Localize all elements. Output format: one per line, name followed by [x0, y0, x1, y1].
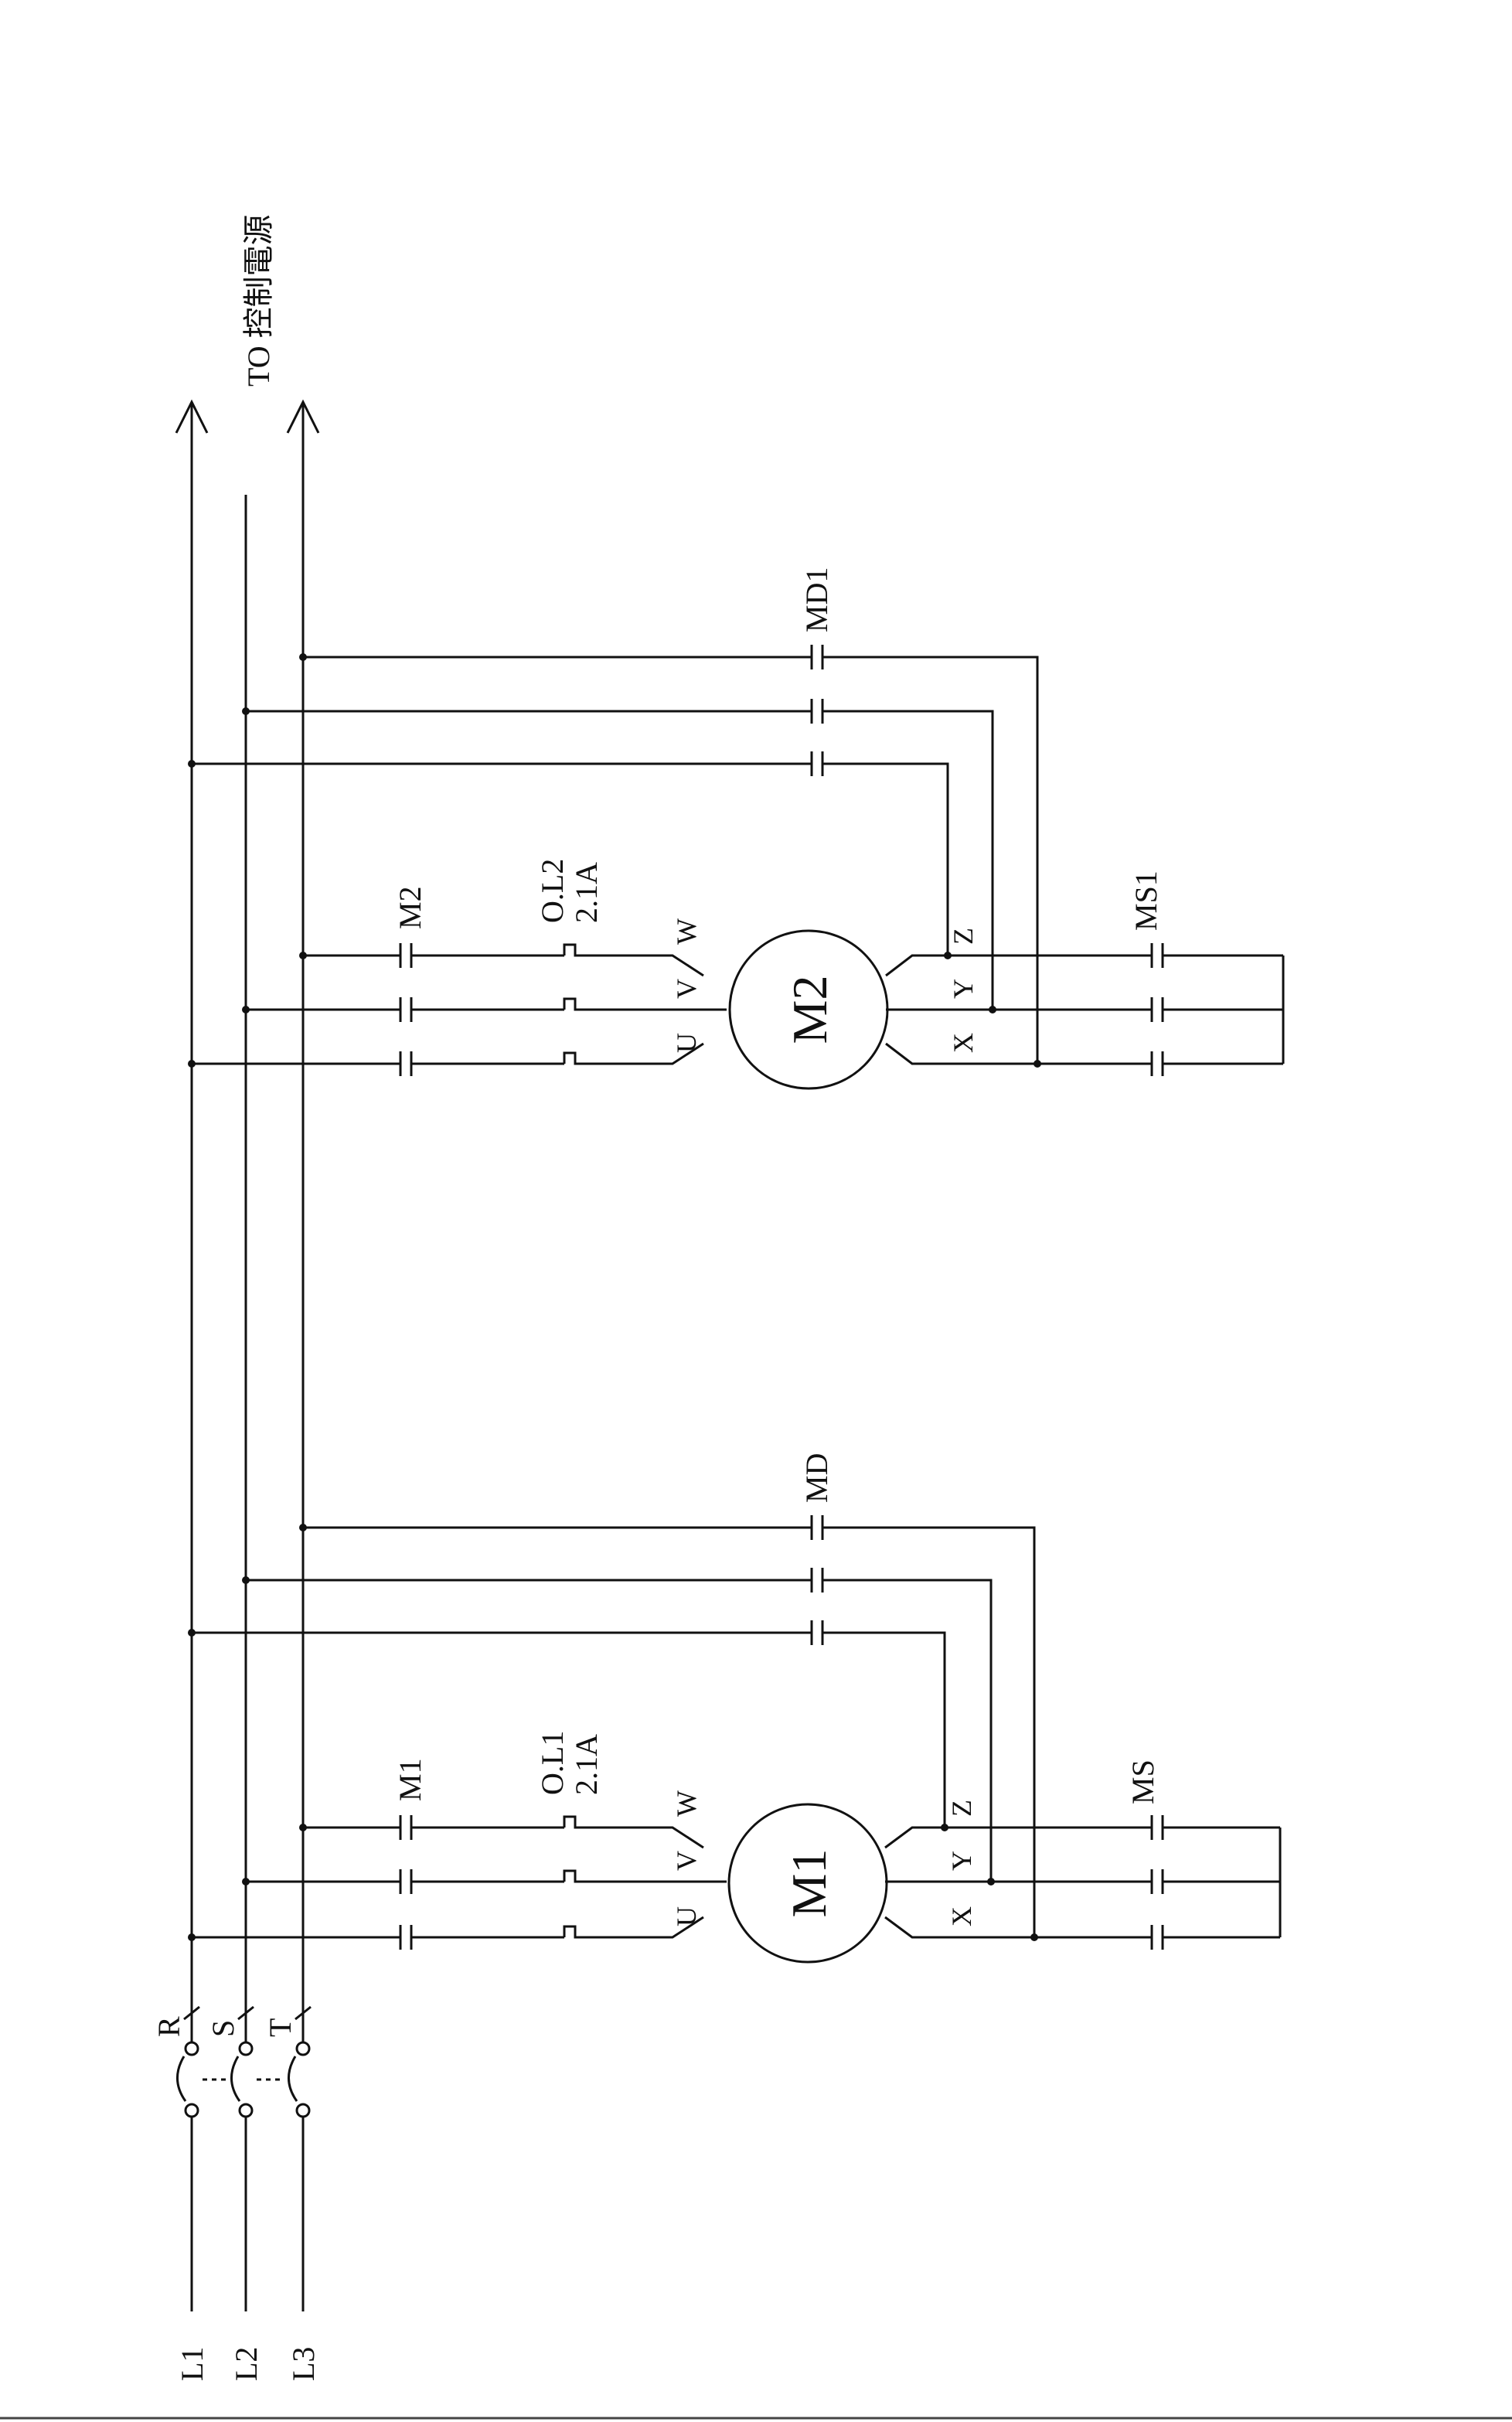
motor-2-terminal-x: X: [948, 1033, 979, 1053]
motor-1-terminal-u: U: [671, 1906, 702, 1926]
motor-2-main-contactor-label: M2: [393, 886, 427, 929]
motor-2-label: M2: [782, 976, 837, 1044]
motor-1-label: M1: [782, 1849, 836, 1918]
motor-1-terminal-z: Z: [946, 1800, 977, 1817]
motor-2-terminal-u: U: [671, 1033, 702, 1053]
supply-label-l1: L1: [175, 2347, 209, 2381]
motor-1-circuit: M1 M1 O.L1 2.1A MD MS W V: [188, 1453, 1282, 1964]
motor-2-terminal-y: Y: [948, 979, 979, 999]
motor-1-overload-name: O.L1: [535, 1731, 570, 1795]
motor-1-terminal-y: Y: [946, 1851, 977, 1871]
motor-2-terminal-v: V: [671, 979, 702, 999]
motor-2-star-contactor-label: MS1: [1129, 870, 1163, 931]
motor-1-terminal-v: V: [671, 1851, 702, 1871]
motor-2-terminal-w: W: [671, 918, 702, 945]
motor-2-circuit: M2 M2 O.L2 2.1A MD1 MS1 W V U Z: [188, 567, 1285, 1090]
phase-label-t: T: [263, 2018, 298, 2037]
supply-label-l2: L2: [229, 2347, 264, 2381]
supply-label-l3: L3: [286, 2347, 321, 2381]
to-control-power-label: TO 控制電源: [241, 214, 276, 387]
motor-2-overload-name: O.L2: [535, 859, 570, 923]
motor-2-delta-contactor-label: MD1: [799, 567, 834, 632]
phase-labels: R S T: [152, 2016, 298, 2037]
motor-1-terminal-x: X: [946, 1906, 977, 1926]
motor-1-main-contactor-label: M1: [393, 1758, 427, 1801]
motor-1-delta-contactor-label: MD: [799, 1453, 834, 1503]
phase-label-s: S: [206, 2020, 240, 2037]
phase-label-r: R: [152, 2016, 186, 2037]
main-switch: [176, 2005, 312, 2118]
supply-input-labels: L1 L2 L3: [175, 2347, 321, 2381]
motor-1-star-contactor-label: MS: [1125, 1759, 1160, 1804]
motor-1-overload-rating: 2.1A: [569, 1734, 604, 1795]
motor-2-terminal-z: Z: [948, 928, 979, 945]
motor-1-symbol: [727, 1803, 888, 1964]
supply-bus: [175, 399, 320, 2311]
motor-1-terminal-w: W: [671, 1790, 702, 1817]
motor-2-overload-rating: 2.1A: [569, 862, 604, 923]
